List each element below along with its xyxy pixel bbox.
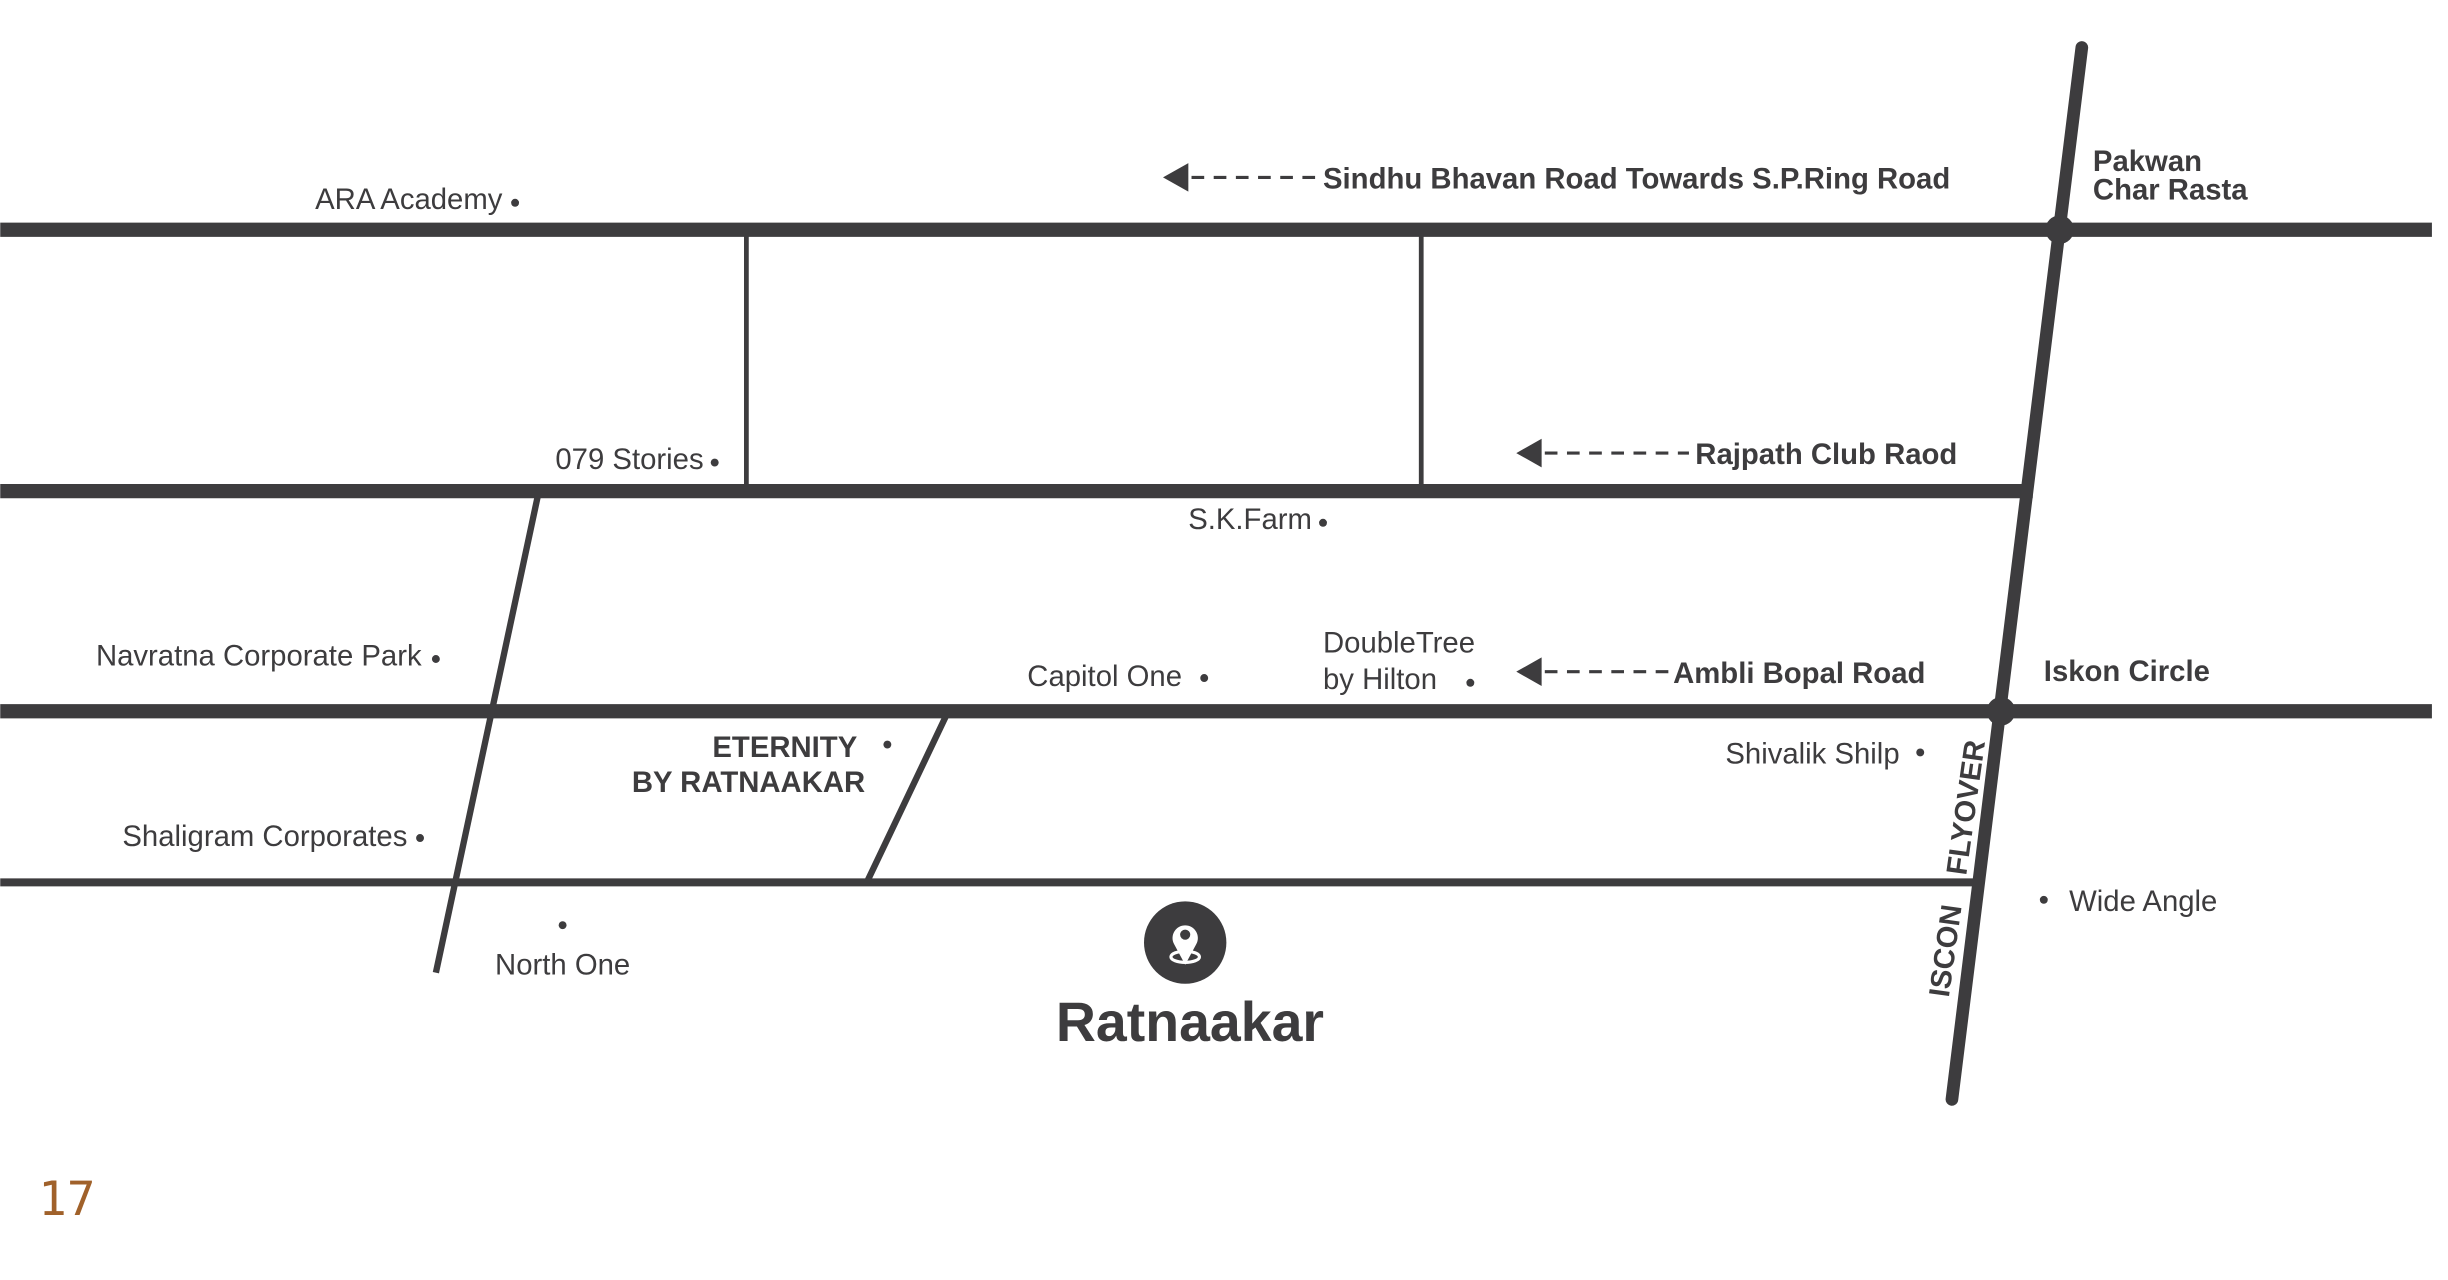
road-label-rajpath: Rajpath Club Raod	[1695, 438, 1957, 471]
landmark-dot	[511, 198, 520, 207]
landmark-north-one: North One	[495, 948, 630, 981]
landmark-dot	[1466, 678, 1475, 687]
junction-label-pakwan: Pakwan	[2093, 145, 2202, 178]
landmark-wide-angle: Wide Angle	[2069, 885, 2217, 918]
page-number: 17	[38, 1172, 95, 1227]
landmark-dot	[431, 655, 440, 663]
landmark-dot	[1200, 674, 1209, 682]
diagonal-road-west	[432, 490, 542, 974]
landmark-dot	[1916, 748, 1925, 757]
junction-label-iskon: Iskon Circle	[2044, 655, 2210, 688]
landmark-dot	[710, 458, 719, 467]
location-pin-icon	[1144, 901, 1227, 984]
landmark-shivalik-shilp: Shivalik Shilp	[1725, 738, 1899, 771]
landmark-sk-farm: S.K.Farm	[1188, 503, 1312, 536]
landmark-navratna: Navratna Corporate Park	[96, 639, 422, 672]
road-label-ambli-bopal: Ambli Bopal Road	[1673, 657, 1925, 690]
landmark-dot	[883, 740, 892, 749]
landmark-ara-academy: ARA Academy	[315, 183, 503, 216]
landmark-dot	[558, 921, 567, 930]
landmark-shaligram: Shaligram Corporates	[122, 820, 407, 853]
landmark-dot	[1319, 518, 1327, 527]
road-label-sindhu-bhavan: Sindhu Bhavan Road Towards S.P.Ring Road	[1323, 163, 1950, 196]
landmark-capitol-one: Capitol One	[1027, 660, 1182, 693]
arrow-left-icon	[1516, 438, 1689, 468]
junction-iskon	[1986, 697, 2016, 726]
iscon-flyover-road	[1945, 41, 2089, 1106]
landmark-doubletree: by Hilton	[1323, 663, 1437, 696]
junction-pakwan	[2045, 215, 2074, 244]
junction-label-pakwan: Char Rasta	[2093, 174, 2248, 207]
brand-logo-text: Ratnaakar	[1056, 991, 1324, 1053]
arrow-left-icon	[1516, 657, 1669, 686]
landmark-doubletree: DoubleTree	[1323, 627, 1475, 660]
landmark-dot	[416, 834, 424, 842]
diagonal-road-eternity	[863, 714, 949, 884]
landmark-dot	[2039, 895, 2048, 904]
landmark-079-stories: 079 Stories	[555, 443, 703, 476]
landmark-eternity: BY RATNAAKAR	[632, 766, 865, 799]
arrow-left-icon	[1163, 163, 1316, 192]
landmark-eternity: ETERNITY	[712, 731, 857, 764]
